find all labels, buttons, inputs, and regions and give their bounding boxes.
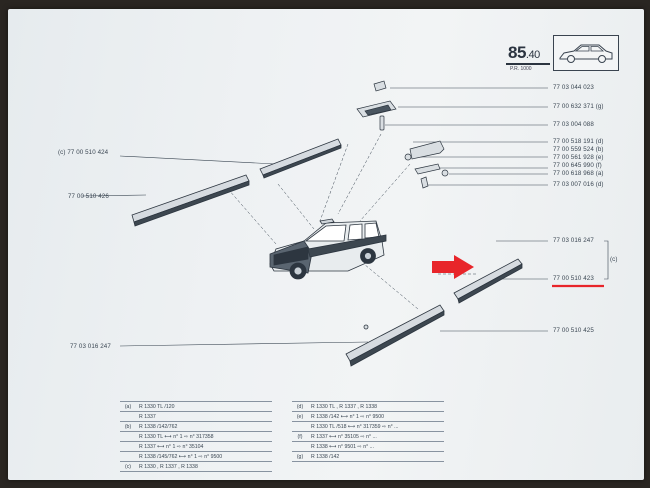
table-key: (f): [292, 431, 308, 442]
table-row: R 1338 /145/762 ⟷ n° 1 ⇨ n° 9500: [120, 451, 272, 462]
table-row: (g)R 1338 /142: [292, 451, 444, 462]
table-row: R 1337: [120, 411, 272, 422]
table-row: (a)R 1330 TL /120: [120, 401, 272, 412]
table-row: (f)R 1337 ⟷ n° 35105 ⇨ n° ...: [292, 431, 444, 442]
table-key: [120, 411, 136, 422]
header-underline: [506, 63, 550, 65]
table-value: R 1330 TL , R 1337 , R 1338: [308, 401, 444, 412]
table-value: R 1338 /145/762 ⟷ n° 1 ⇨ n° 9500: [136, 451, 272, 462]
exploded-parts-diagram: [81, 80, 609, 367]
table-key: (e): [292, 411, 308, 422]
table-row: (c)R 1330 , R 1337 , R 1338: [120, 461, 272, 472]
table-value: R 1338 /142 ⟷ n° 1 ⇨ n° 9500: [308, 411, 444, 422]
part-label: 77 03 016 247: [553, 237, 594, 244]
application-table-right: (d)R 1330 TL , R 1337 , R 1338 (e)R 1338…: [292, 401, 444, 462]
table-row: (d)R 1330 TL , R 1337 , R 1338: [292, 401, 444, 412]
part-label-highlighted: 77 00 510 423: [553, 275, 594, 282]
part-label: (c) 77 00 510 424: [58, 149, 109, 156]
part-label: 77 00 510 425: [553, 327, 594, 334]
table-value: R 1338 ⟷ n° 9501 ⇨ n° ...: [308, 441, 444, 452]
part-label: 77 03 004 088: [553, 121, 594, 128]
table-value: R 1338 /142: [308, 451, 444, 462]
table-key: [292, 421, 308, 432]
table-key: (d): [292, 401, 308, 412]
table-row: R 1337 ⟷ n° 1 ⇨ n° 35104: [120, 441, 272, 452]
application-table-left: (a)R 1330 TL /120 R 1337 (b)R 1338 /142/…: [120, 401, 272, 472]
parts-catalog-page: 85.40 P.R. 1000: [8, 9, 644, 480]
table-key: (c): [120, 461, 136, 472]
part-label: 77 00 645 990 (f): [553, 162, 602, 169]
table-row: R 1330 TL ⟷ n° 1 ⇨ n° 317358: [120, 431, 272, 442]
table-key: [120, 441, 136, 452]
table-value: R 1330 TL /120: [136, 401, 272, 412]
table-value: R 1337: [136, 411, 272, 422]
part-label: 77 03 007 016 (d): [553, 181, 604, 188]
section-number: 85.40: [508, 43, 540, 62]
part-label: 77 03 044 023: [553, 84, 594, 91]
part-label: 77 00 561 928 (e): [553, 154, 604, 161]
table-value: R 1330 TL /518 ⟷ n° 317359 ⇨ n° ...: [308, 421, 444, 432]
trim-strip-upper: [259, 138, 342, 179]
table-key: (b): [120, 421, 136, 432]
part-label: 77 00 618 968 (a): [553, 170, 604, 177]
highlight-arrow-icon: [432, 255, 474, 279]
bracket-label: (c): [610, 256, 618, 263]
trim-strip-left: [131, 174, 250, 227]
part-label: 77 00 559 524 (b): [553, 146, 604, 153]
table-value: R 1337 ⟷ n° 35105 ⇨ n° ...: [308, 431, 444, 442]
trim-strip-right: [453, 258, 523, 304]
part-label: 77 00 518 191 (d): [553, 138, 604, 145]
table-key: (a): [120, 401, 136, 412]
part-label: 77 00 510 426: [68, 193, 109, 200]
table-value: R 1330 TL ⟷ n° 1 ⇨ n° 317358: [136, 431, 272, 442]
car-thumbnail-icon: [553, 35, 619, 71]
table-value: R 1338 /142/762: [136, 421, 272, 432]
section-sub-reference: P.R. 1000: [510, 66, 532, 72]
table-key: [292, 441, 308, 452]
renault-estate-illustration: [269, 218, 387, 280]
table-row: R 1330 TL /518 ⟷ n° 317359 ⇨ n° ...: [292, 421, 444, 432]
table-row: R 1338 ⟷ n° 9501 ⇨ n° ...: [292, 441, 444, 452]
table-value: R 1330 , R 1337 , R 1338: [136, 461, 272, 472]
table-value: R 1337 ⟷ n° 1 ⇨ n° 35104: [136, 441, 272, 452]
part-label: 77 00 632 371 (g): [553, 103, 604, 110]
part-label: 77 03 016 247: [70, 343, 111, 350]
table-key: (g): [292, 451, 308, 462]
table-row: (e)R 1338 /142 ⟷ n° 1 ⇨ n° 9500: [292, 411, 444, 422]
table-key: [120, 431, 136, 442]
table-key: [120, 451, 136, 462]
table-row: (b)R 1338 /142/762: [120, 421, 272, 432]
trim-strip-lower: [345, 304, 445, 367]
